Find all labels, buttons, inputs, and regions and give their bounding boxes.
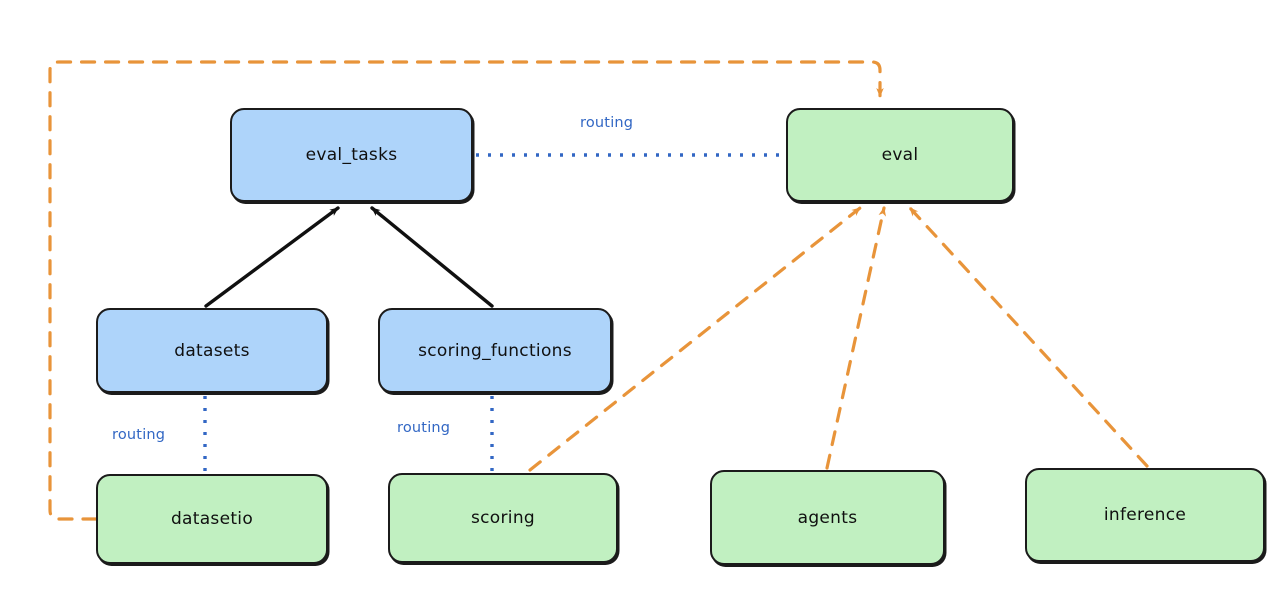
edge-label-routing-datasets-datasetio: routing	[112, 427, 166, 443]
node-inference[interactable]: inference	[1025, 468, 1265, 562]
node-label: scoring_functions	[418, 340, 572, 361]
edge-inference-eval	[908, 206, 1149, 468]
node-label: eval	[881, 145, 919, 165]
node-datasetio[interactable]: datasetio	[96, 474, 328, 564]
node-label: eval_tasks	[305, 145, 398, 165]
node-label: datasetio	[170, 509, 254, 529]
edge-scoring-functions-eval-tasks	[370, 206, 494, 308]
edge-label-routing-scoring-functions-scoring: routing	[397, 420, 451, 436]
node-datasets[interactable]: datasets	[96, 308, 328, 393]
edge-datasets-eval-tasks	[204, 206, 340, 308]
node-eval-tasks[interactable]: eval_tasks	[230, 108, 473, 202]
node-agents[interactable]: agents	[710, 470, 945, 565]
edge-agents-eval	[825, 206, 886, 470]
edge-label-routing-eval-tasks-eval: routing	[580, 115, 634, 131]
node-scoring[interactable]: scoring	[388, 473, 618, 563]
node-label: scoring	[471, 508, 535, 528]
node-label: inference	[1103, 505, 1187, 525]
node-eval[interactable]: eval	[786, 108, 1014, 202]
node-label: datasets	[174, 340, 250, 361]
node-scoring-functions[interactable]: scoring_functions	[378, 308, 612, 393]
node-label: agents	[797, 507, 858, 528]
